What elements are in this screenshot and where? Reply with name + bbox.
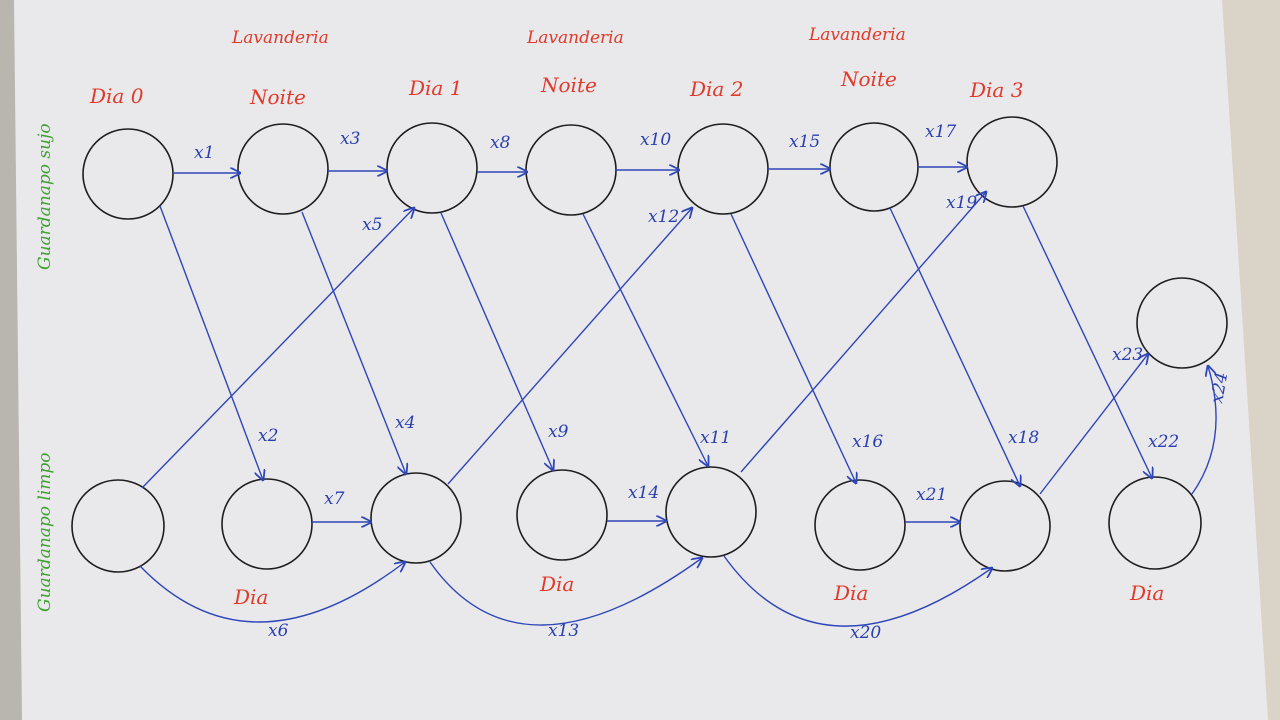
edge-x19: [740, 192, 986, 473]
node-clean-dia0: [71, 479, 165, 573]
node-sink: [1136, 277, 1228, 369]
edge-x9: [440, 212, 553, 470]
label-noite-2: Noite: [540, 73, 597, 97]
label-dia0: Dia 0: [89, 84, 144, 108]
edge-x13: [429, 558, 702, 626]
edge-label-x4: x4: [395, 413, 415, 433]
edge-label-x2: x2: [258, 426, 278, 446]
label-dia3: Dia 3: [969, 78, 1023, 102]
edge-label-x22: x22: [1148, 432, 1179, 452]
edge-label-x20: x20: [850, 623, 881, 643]
paper-sheet: [14, 0, 1268, 720]
row-label-dirty: Guardanapo sujo: [35, 123, 55, 270]
node-dirty-dia0: [82, 128, 174, 220]
label-dia2: Dia 2: [689, 77, 743, 101]
label-lavanderia-2: Lavanderia: [526, 28, 624, 48]
edge-x18: [889, 207, 1020, 486]
node-clean-b2: [516, 469, 608, 561]
edge-x16: [730, 213, 856, 483]
edge-x11: [582, 213, 708, 466]
edge-label-x23: x23: [1112, 345, 1143, 365]
edge-label-x5: x5: [362, 215, 382, 235]
edge-x12: [447, 208, 692, 485]
edge-label-x6: x6: [268, 621, 289, 641]
edge-x4: [301, 211, 406, 474]
edge-x5: [141, 208, 414, 489]
label-lavanderia-3: Lavanderia: [808, 25, 906, 45]
label-dia1: Dia 1: [408, 76, 462, 100]
label-lavanderia-1: Lavanderia: [231, 28, 329, 48]
node-clean-b4: [1108, 476, 1202, 570]
label-dia-b1: Dia: [233, 585, 268, 609]
edge-label-x19: x19: [946, 193, 977, 213]
edge-x23: [1039, 354, 1148, 495]
label-dia-b3: Dia: [833, 581, 868, 605]
edge-x24: [1191, 366, 1217, 495]
edge-x22: [1022, 205, 1152, 478]
edge-label-x18: x18: [1008, 428, 1039, 448]
edge-label-x7: x7: [324, 489, 345, 509]
edge-label-x9: x9: [548, 422, 569, 442]
label-dia-b4: Dia: [1129, 581, 1164, 605]
row-label-clean: Guardanapo limpo: [35, 452, 55, 612]
node-clean-dia2: [665, 466, 757, 558]
label-dia-b2: Dia: [539, 572, 574, 596]
edge-label-x8: x8: [490, 133, 511, 153]
node-clean-b3: [814, 479, 906, 571]
edge-x6: [139, 562, 405, 623]
edge-label-x11: x11: [700, 428, 731, 448]
edge-label-x17: x17: [925, 122, 956, 142]
edge-label-x3: x3: [340, 129, 360, 149]
edge-label-x1: x1: [194, 143, 214, 163]
label-noite-3: Noite: [840, 67, 897, 91]
edge-label-x16: x16: [852, 432, 883, 452]
edge-label-x13: x13: [548, 621, 579, 641]
label-noite-1: Noite: [249, 85, 306, 109]
edge-x20: [723, 555, 992, 627]
edge-label-x21: x21: [916, 485, 947, 505]
edge-label-x10: x10: [640, 130, 671, 150]
edge-x2: [159, 205, 263, 480]
edge-label-x15: x15: [789, 132, 820, 152]
edge-label-x14: x14: [628, 483, 659, 503]
edge-label-x12: x12: [648, 207, 679, 227]
node-clean-b1: [221, 478, 313, 570]
